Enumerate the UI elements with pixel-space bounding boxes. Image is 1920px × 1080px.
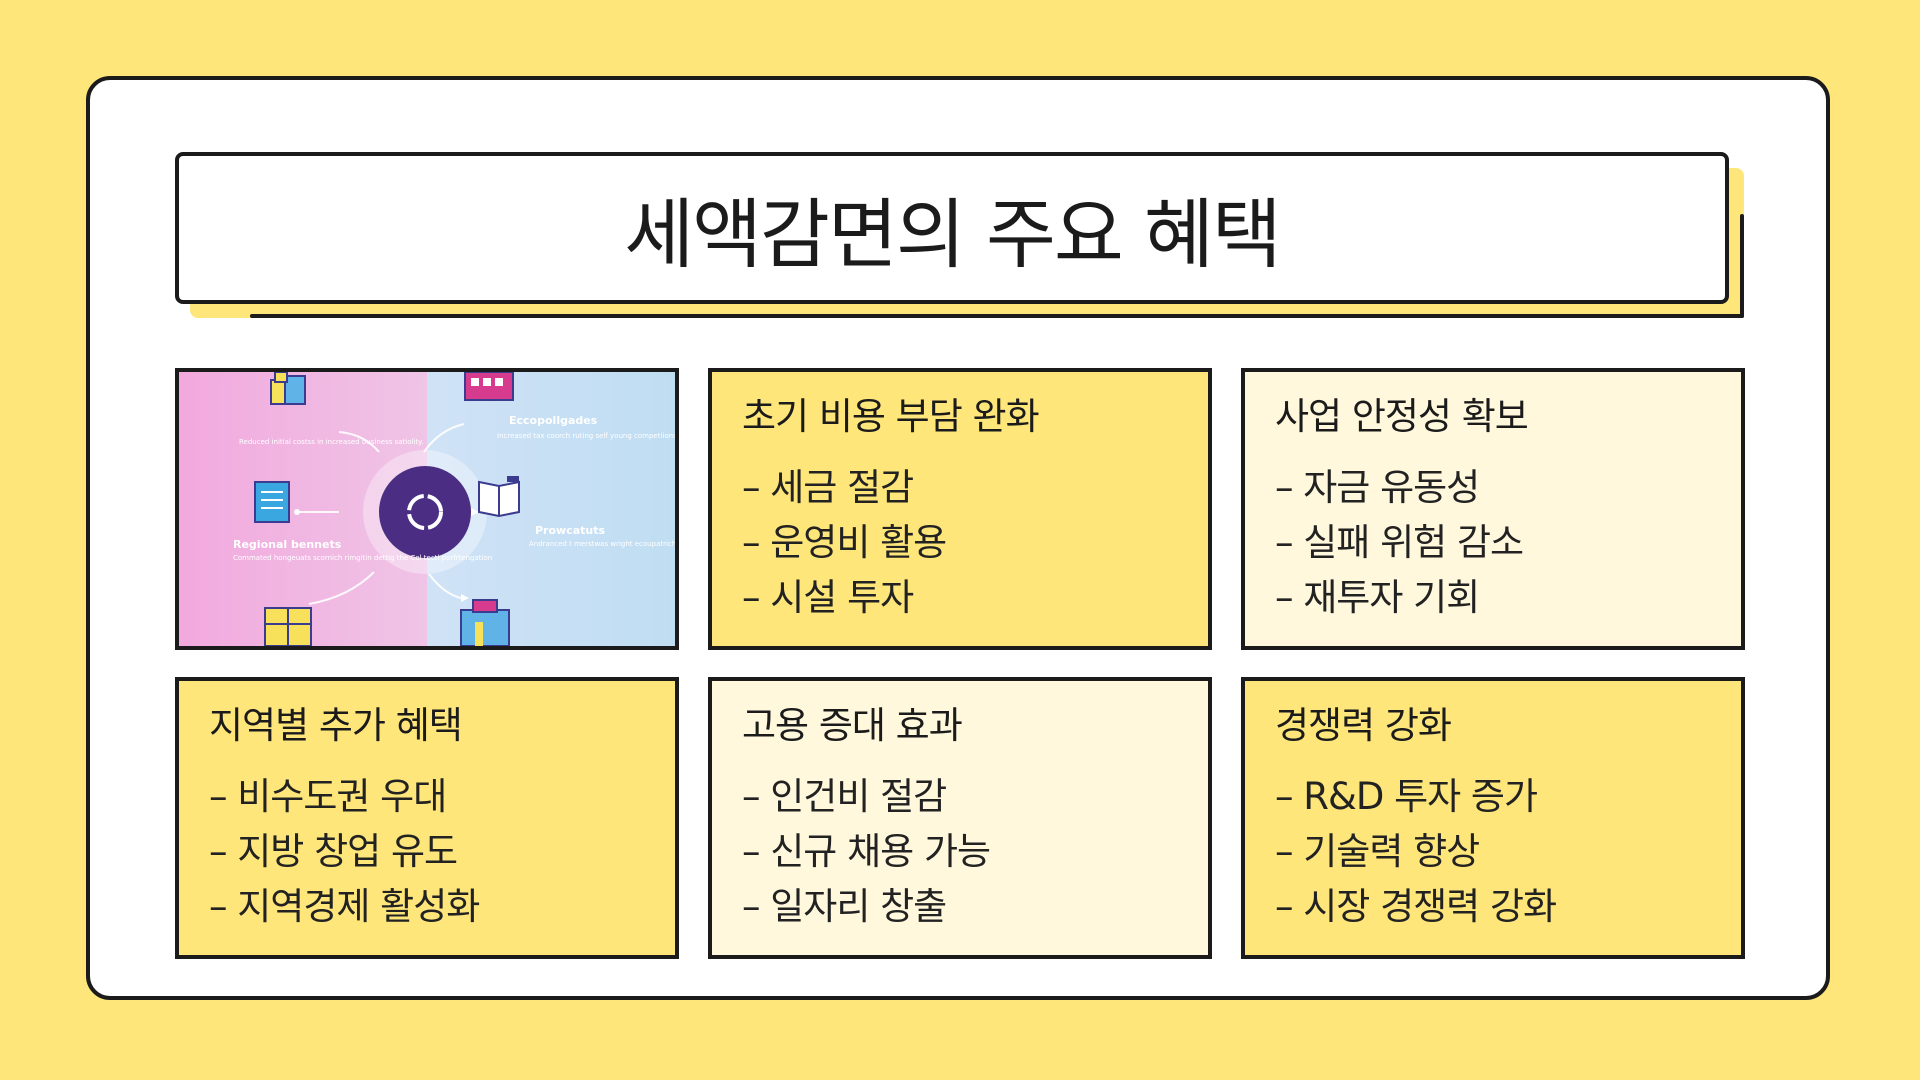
title-shadow-line: [250, 314, 1744, 318]
book-icon: [478, 476, 520, 518]
buildings-icon: [270, 372, 306, 405]
connector-line: [338, 431, 380, 453]
tile-heading: 고용 증대 효과: [742, 704, 963, 747]
tile-heading: 지역별 추가 혜택: [209, 704, 463, 747]
tile-heading: 사업 안정성 확보: [1275, 395, 1529, 438]
title-shadow-vline: [1740, 214, 1744, 318]
storefront-icon: [460, 599, 510, 646]
benefit-tile-employment: 고용 증대 효과 인건비 절감 신규 채용 가능 일자리 창출: [708, 677, 1212, 959]
benefit-tile-stability: 사업 안정성 확보 자금 유동성 실패 위험 감소 재투자 기회: [1241, 368, 1745, 650]
document-icon: [254, 481, 290, 523]
list-item: 자금 유동성: [1275, 460, 1711, 515]
benefit-list: 세금 절감 운영비 활용 시설 투자: [742, 460, 1178, 625]
illustration-label-sub-1: Reduced initial costss in increased busi…: [239, 438, 424, 446]
list-item: R&D 투자 증가: [1275, 769, 1711, 824]
benefit-tile-initial-cost: 초기 비용 부담 완화 세금 절감 운영비 활용 시설 투자: [708, 368, 1212, 650]
list-item: 일자리 창출: [742, 879, 1178, 934]
list-item: 세금 절감: [742, 460, 1178, 515]
list-item: 비수도권 우대: [209, 769, 645, 824]
list-item: 실패 위험 감소: [1275, 515, 1711, 570]
benefit-list: 비수도권 우대 지방 창업 유도 지역경제 활성화: [209, 769, 645, 934]
illustration-label-title-2: Eccopollgades: [509, 414, 598, 427]
page-title: 세액감면의 주요 혜택: [624, 190, 1282, 279]
benefits-illustration: Reduced initial costss in increased busi…: [175, 368, 679, 650]
list-item: 시장 경쟁력 강화: [1275, 879, 1711, 934]
connector-line: [423, 423, 465, 453]
benefit-list: 인건비 절감 신규 채용 가능 일자리 창출: [742, 769, 1178, 934]
benefit-list: 자금 유동성 실패 위험 감소 재투자 기회: [1275, 460, 1711, 625]
list-item: 인건비 절감: [742, 769, 1178, 824]
shop-icon: [464, 372, 514, 401]
connector-line: [308, 571, 375, 605]
illustration-label-title-4: Prowcatuts: [535, 524, 605, 537]
connector-line: [428, 573, 462, 599]
list-item: 지역경제 활성화: [209, 879, 645, 934]
tile-heading: 경쟁력 강화: [1275, 704, 1452, 747]
illustration-label-sub-2: Increased tax coorch ruting self young c…: [497, 432, 675, 440]
illustration-svg: Reduced initial costss in increased busi…: [233, 372, 675, 646]
illustration-label-sub-4: Andranced t merstwas wright ecoupatrichi…: [529, 540, 675, 548]
center-logo-icon: [379, 466, 471, 558]
benefit-tile-competitiveness: 경쟁력 강화 R&D 투자 증가 기술력 향상 시장 경쟁력 강화: [1241, 677, 1745, 959]
benefit-list: R&D 투자 증가 기술력 향상 시장 경쟁력 강화: [1275, 769, 1711, 934]
illustration-label-title-3: Regional bennets: [233, 538, 342, 551]
list-item: 기술력 향상: [1275, 824, 1711, 879]
tile-heading: 초기 비용 부담 완화: [742, 395, 1040, 438]
list-item: 시설 투자: [742, 570, 1178, 625]
list-item: 지방 창업 유도: [209, 824, 645, 879]
benefit-tile-regional: 지역별 추가 혜택 비수도권 우대 지방 창업 유도 지역경제 활성화: [175, 677, 679, 959]
list-item: 신규 채용 가능: [742, 824, 1178, 879]
list-item: 운영비 활용: [742, 515, 1178, 570]
boxes-icon: [264, 607, 312, 646]
list-item: 재투자 기회: [1275, 570, 1711, 625]
illustration-label-sub-3: Commated hongeuats scornich rimgitin det…: [233, 554, 492, 562]
title-box: 세액감면의 주요 혜택: [175, 152, 1729, 304]
